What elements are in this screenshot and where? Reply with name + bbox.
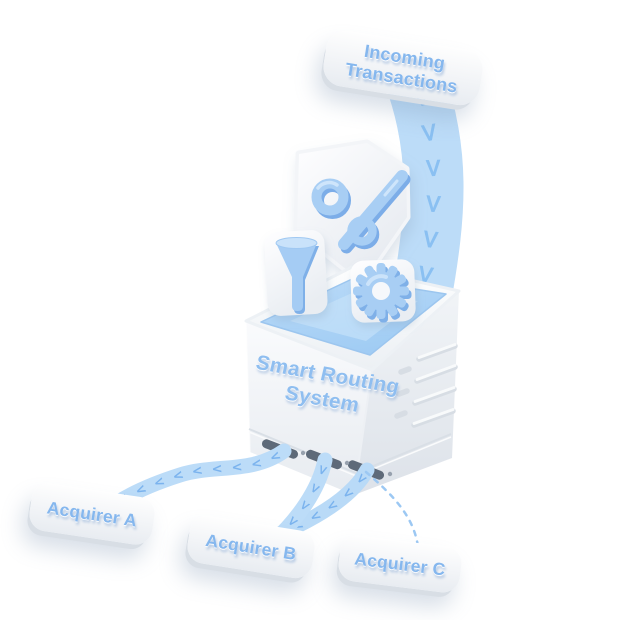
funnel-icon bbox=[264, 230, 328, 316]
acquirer-a-label: Acquirer A bbox=[45, 496, 139, 531]
dashed-link-to-acquirer-c bbox=[364, 470, 420, 549]
acquirer-b-label: Acquirer B bbox=[204, 529, 298, 564]
vent-lines bbox=[394, 343, 458, 428]
gear-icon bbox=[350, 259, 416, 323]
acquirer-c-label: Acquirer C bbox=[353, 548, 447, 580]
incoming-transactions-label: Incoming Transactions bbox=[344, 38, 463, 98]
